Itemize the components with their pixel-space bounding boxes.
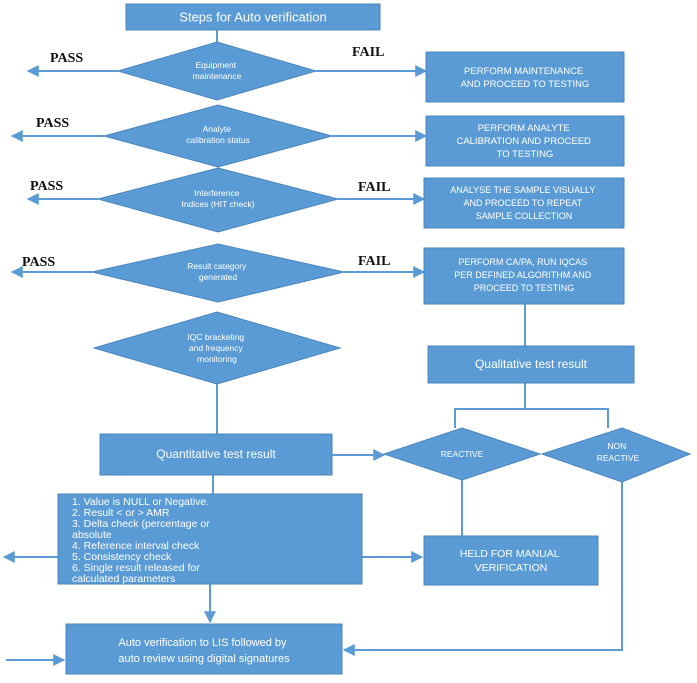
decision-interference-indices: Interference Indices (HIT check) [96, 167, 340, 233]
box-calibration-text: PERFORM ANALYTE CALIBRATION AND PROCEED … [456, 123, 593, 160]
connectors [2, 65, 623, 666]
qualitative-to-reactive [454, 383, 526, 428]
title-text: Steps for Auto verification [179, 10, 326, 25]
decision-iqc-text: IQC bracketing and frequency monitoring [187, 332, 246, 364]
box-qualitative-result: Qualitative test result [427, 345, 635, 384]
pass-label-result-category: PASS [22, 255, 55, 270]
pass-label-interference: PASS [30, 179, 63, 194]
box-maintenance-text: PERFORM MAINTENANCE AND PROCEED TO TESTI… [461, 66, 590, 90]
decision-iqc-bracketing: IQC bracketing and frequency monitoring [92, 311, 342, 385]
decision-calibration-text: Analyte calibration status [186, 124, 250, 145]
box-auto-text: Auto verification to LIS followed by aut… [118, 637, 290, 665]
decision-analyte-calibration: Analyte calibration status [102, 104, 334, 168]
box-held-manual: HELD FOR MANUAL VERIFICATION [423, 535, 599, 586]
decision-equipment-maintenance: Equipment maintenance [116, 41, 318, 101]
box-qualitative-text: Qualitative test result [475, 357, 588, 371]
box-quantitative-result: Quantitative test result [99, 433, 333, 476]
decision-non-reactive: NON REACTIVE [540, 427, 692, 483]
non-reactive-to-auto [342, 482, 623, 656]
pass-label-equipment: PASS [50, 51, 83, 66]
decision-result-category-text: Result category generated [187, 261, 248, 282]
box-held-text: HELD FOR MANUAL VERIFICATION [460, 548, 562, 574]
decision-reactive-text: REACTIVE [441, 449, 484, 459]
box-quantitative-text: Quantitative test result [156, 447, 276, 461]
box-checks-list: 1. Value is NULL or Negative. 2. Result … [57, 493, 363, 585]
box-analyse-sample: ANALYSE THE SAMPLE VISUALLY AND PROCEED … [423, 177, 625, 229]
qualitative-to-non-reactive [525, 408, 609, 428]
decision-non-reactive-text: NON REACTIVE [597, 441, 640, 463]
decision-result-category: Result category generated [91, 243, 345, 303]
decision-reactive: REACTIVE [382, 427, 542, 481]
box-perform-calibration: PERFORM ANALYTE CALIBRATION AND PROCEED … [425, 115, 625, 167]
box-perform-qc: PERFORM CA/PA, RUN IQCAS PER DEFINED ALG… [423, 247, 625, 305]
title-box: Steps for Auto verification [125, 3, 381, 31]
box-auto-verification: Auto verification to LIS followed by aut… [65, 623, 343, 675]
decision-equipment-text: Equipment maintenance [193, 60, 242, 81]
fail-label-interference: FAIL [358, 180, 390, 195]
box-checks-text: 1. Value is NULL or Negative. 2. Result … [72, 496, 213, 585]
box-perform-maintenance: PERFORM MAINTENANCE AND PROCEED TO TESTI… [425, 51, 625, 103]
decision-interference-text: Interference Indices (HIT check) [181, 188, 254, 209]
pass-label-calibration: PASS [36, 116, 69, 131]
box-sample-text: ANALYSE THE SAMPLE VISUALLY AND PROCEED … [450, 185, 597, 221]
fail-label-equipment: FAIL [352, 45, 384, 60]
box-qc-text: PERFORM CA/PA, RUN IQCAS PER DEFINED ALG… [454, 257, 594, 293]
fail-label-result-category: FAIL [358, 254, 390, 269]
